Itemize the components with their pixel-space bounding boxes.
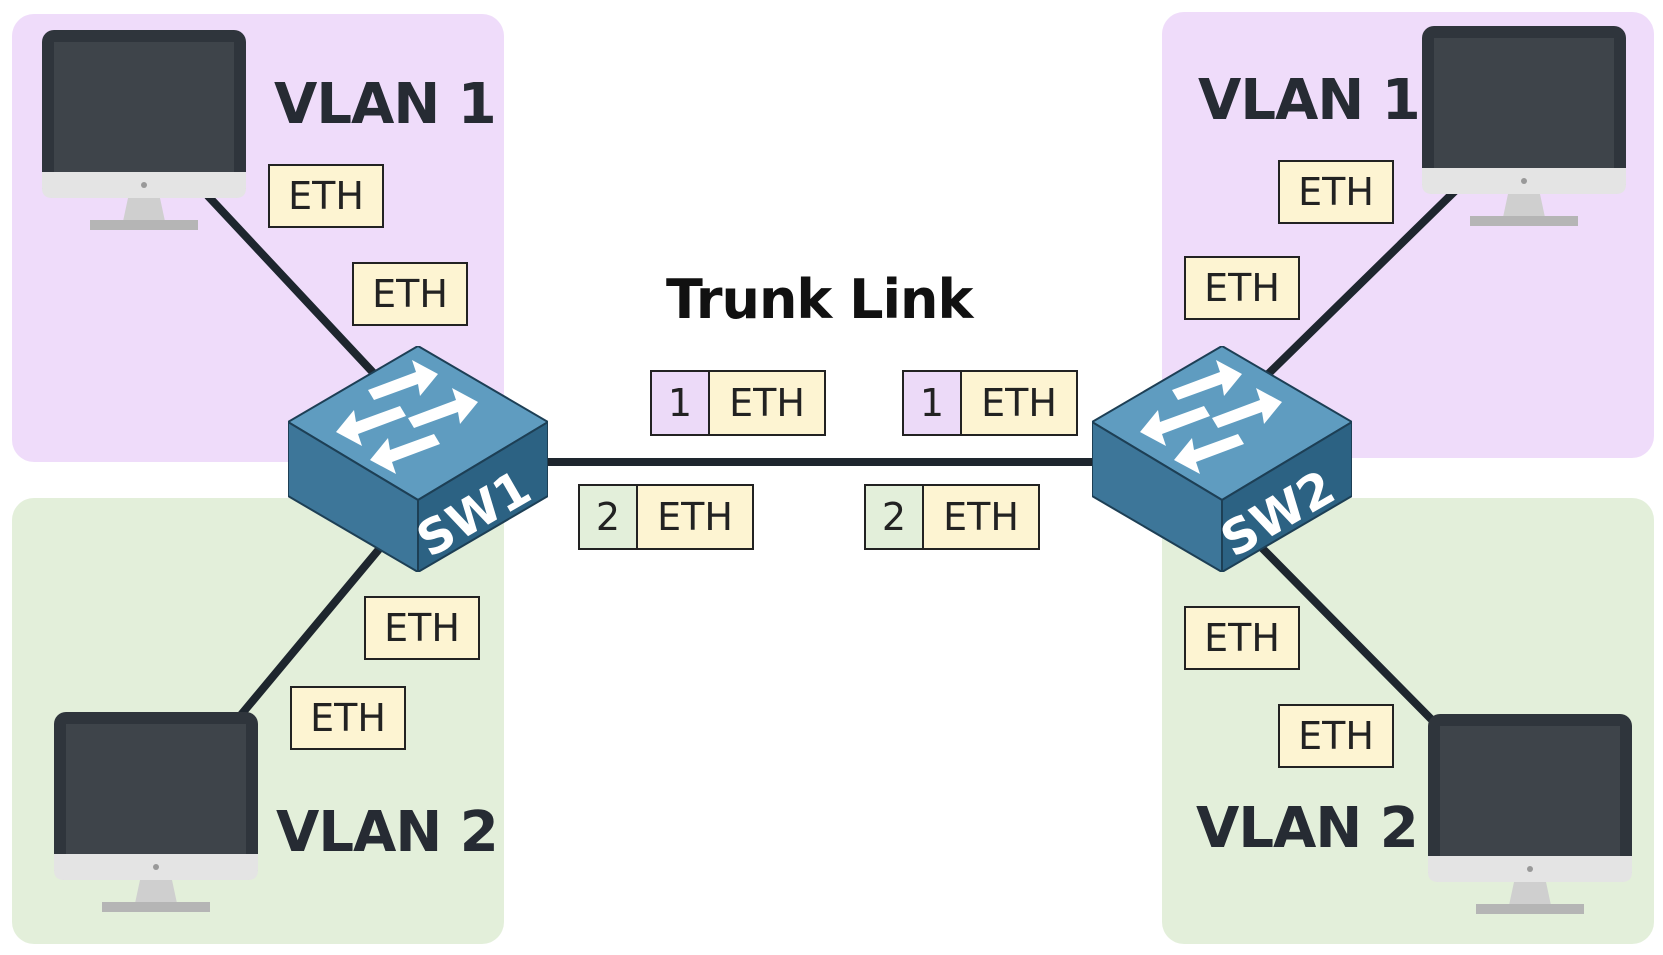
eth-header-right-bottom-1: ETH: [1184, 606, 1300, 670]
desktop-computer-icon: [54, 712, 258, 912]
desktop-computer-icon: [42, 30, 246, 230]
eth-header-left-top-1: ETH: [268, 164, 384, 228]
eth-header-left-bottom-2: ETH: [290, 686, 406, 750]
eth-payload: ETH: [960, 370, 1078, 436]
vlan-tag: 1: [902, 370, 962, 436]
eth-payload: ETH: [708, 370, 826, 436]
eth-header-right-top-1: ETH: [1278, 160, 1394, 224]
eth-header-right-top-2: ETH: [1184, 256, 1300, 320]
vlan-tag: 1: [650, 370, 710, 436]
network-switch-icon: SW2: [1092, 346, 1352, 572]
tagged-frame-vlan2-right: 2 ETH: [864, 484, 1040, 550]
tagged-frame-vlan2-left: 2 ETH: [578, 484, 754, 550]
vlan-label-right-vlan2: VLAN 2: [1196, 796, 1419, 861]
vlan-label-left-vlan1: VLAN 1: [274, 72, 497, 137]
tagged-frame-vlan1-right: 1 ETH: [902, 370, 1078, 436]
link-pc3-sw2: [1258, 186, 1460, 384]
eth-header-left-bottom-1: ETH: [364, 596, 480, 660]
eth-payload: ETH: [636, 484, 754, 550]
tagged-frame-vlan1-left: 1 ETH: [650, 370, 826, 436]
vlan-tag: 2: [864, 484, 924, 550]
link-pc4-sw2: [1258, 544, 1438, 726]
vlan-label-left-vlan2: VLAN 2: [276, 800, 499, 865]
vlan-tag: 2: [578, 484, 638, 550]
desktop-computer-icon: [1422, 26, 1626, 226]
link-pc1-sw1: [204, 192, 384, 384]
eth-header-left-top-2: ETH: [352, 262, 468, 326]
vlan-label-right-vlan1: VLAN 1: [1198, 68, 1421, 133]
eth-payload: ETH: [922, 484, 1040, 550]
network-switch-icon: SW1: [288, 346, 548, 572]
eth-header-right-bottom-2: ETH: [1278, 704, 1394, 768]
desktop-computer-icon: [1428, 714, 1632, 914]
link-pc2-sw1: [236, 544, 384, 720]
trunk-link-label: Trunk Link: [666, 268, 973, 331]
